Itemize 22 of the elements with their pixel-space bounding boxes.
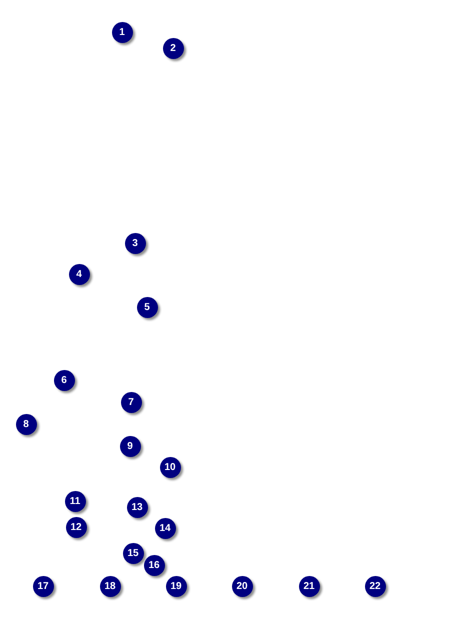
callout-number: 2 — [162, 38, 184, 58]
callout-number: 10 — [160, 456, 180, 478]
callout-number: 15 — [122, 542, 144, 564]
callout-number: 18 — [100, 576, 120, 596]
callout-number: 17 — [32, 576, 54, 596]
callout-number: 5 — [136, 296, 158, 318]
callout-number: 14 — [154, 518, 176, 538]
callout-number: 12 — [66, 516, 86, 538]
callout-number: 3 — [124, 232, 146, 254]
callout-number: 7 — [120, 392, 142, 412]
callout-number: 22 — [364, 576, 386, 596]
callout-number: 19 — [166, 576, 186, 596]
callout-number: 16 — [144, 554, 164, 576]
callout-number: 9 — [120, 436, 140, 456]
callout-number: 21 — [298, 576, 320, 596]
callout-number: 8 — [16, 414, 36, 434]
callout-number: 1 — [112, 22, 132, 42]
callout-number: 20 — [232, 576, 252, 596]
callout-number: 11 — [64, 490, 86, 512]
callout-number: 4 — [68, 264, 90, 284]
callout-number: 6 — [54, 370, 74, 390]
callout-number: 13 — [126, 496, 148, 518]
